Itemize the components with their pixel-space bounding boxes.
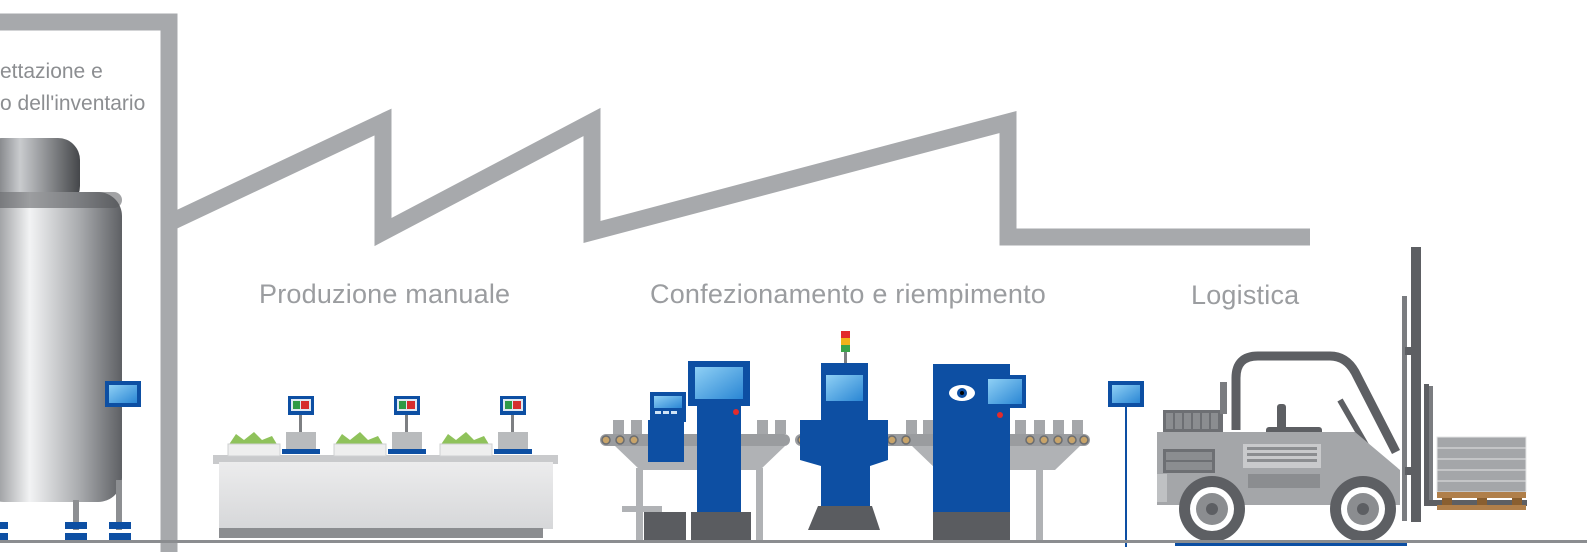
packaging-filling-label: Confezionamento e riempimento bbox=[650, 279, 1047, 309]
metal-detector bbox=[800, 331, 888, 530]
checkweigher-terminal bbox=[644, 392, 686, 540]
weighing-station-1 bbox=[227, 396, 320, 457]
inventory-label-line2: o dell'inventario bbox=[0, 92, 146, 115]
logistics-label: Logistica bbox=[1191, 280, 1300, 310]
logistics-terminal bbox=[1108, 381, 1144, 547]
weighing-station-2 bbox=[333, 396, 426, 457]
vision-inspection-machine bbox=[933, 364, 1026, 540]
filling-machine-terminal bbox=[688, 361, 751, 540]
tank-terminal bbox=[105, 381, 141, 407]
weighing-station-3 bbox=[439, 396, 532, 457]
factory-roof-outline bbox=[0, 13, 1310, 552]
inventory-label-line1: ettazione e bbox=[0, 60, 103, 83]
eye-icon bbox=[949, 385, 975, 401]
manual-production-table bbox=[213, 455, 558, 538]
manual-production-label: Produzione manuale bbox=[259, 279, 511, 309]
forklift bbox=[1157, 247, 1527, 546]
floor-line bbox=[0, 540, 1587, 543]
storage-tank bbox=[0, 138, 131, 540]
signal-light-icon bbox=[841, 331, 850, 364]
